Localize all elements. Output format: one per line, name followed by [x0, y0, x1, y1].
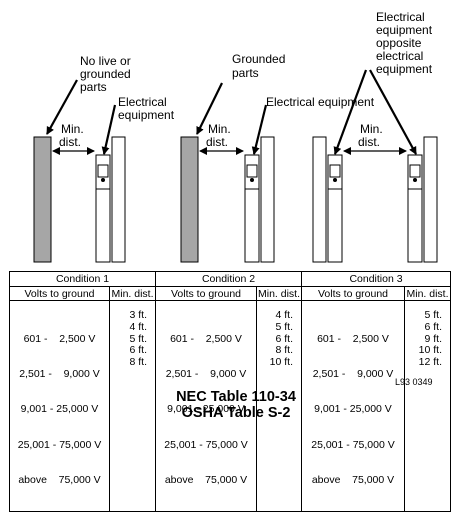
- dist-header-3: Min. dist.: [404, 286, 451, 301]
- voltage-row: 2,501 - 9,000 V: [165, 367, 247, 380]
- label-min-dist-3b: dist.: [358, 135, 380, 149]
- volts-header-1: Volts to ground: [9, 286, 110, 301]
- distance-row: 4 ft.: [129, 320, 147, 333]
- label-no-live-2: grounded: [80, 67, 131, 81]
- label-no-live-1: No live or: [80, 54, 131, 68]
- distance-row: 12 ft.: [418, 356, 442, 369]
- distance-row: 6 ft.: [275, 332, 293, 345]
- voltage-row: above 75,000 V: [18, 474, 101, 487]
- distance-row: 5 ft.: [275, 320, 293, 333]
- condition-1-diagram: No live or grounded parts Electrical equ…: [33, 54, 175, 263]
- label-grounded-2: parts: [232, 66, 259, 80]
- condition-2-header: Condition 2: [155, 271, 302, 287]
- distance-row: 4 ft.: [275, 309, 293, 321]
- label-opposite-3: opposite: [376, 36, 422, 50]
- distance-row: 3 ft.: [129, 309, 147, 321]
- equipment-panel-3-right: [407, 136, 438, 263]
- caption-nec-table: NEC Table 110-34: [176, 389, 296, 405]
- distance-row: 6 ft.: [424, 320, 442, 333]
- condition-2-diagram: Grounded parts Electrical equipment Min.…: [180, 52, 375, 263]
- figure-reference-code: L93 0349: [395, 377, 433, 387]
- voltage-row: 25,001 - 75,000 V: [311, 438, 395, 451]
- distance-row: 8 ft.: [129, 356, 147, 369]
- voltage-row: above 75,000 V: [164, 474, 248, 487]
- pointer-equipment-1: [101, 104, 117, 155]
- pointer-equipment-2: [251, 104, 268, 155]
- equipment-panel-2: [244, 136, 275, 263]
- label-min-dist-2b: dist.: [206, 135, 228, 149]
- wall-grounded-parts: [180, 136, 199, 263]
- label-min-dist-2a: Min.: [208, 122, 231, 136]
- voltage-row: 25,001 - 75,000 V: [164, 438, 248, 451]
- pointer-grounded: [196, 82, 223, 135]
- voltage-row: 601 - 2,500 V: [317, 332, 389, 345]
- equipment-panel-1: [95, 136, 126, 263]
- condition-1-header: Condition 1: [9, 271, 156, 287]
- distance-row: 5 ft.: [129, 332, 147, 345]
- voltage-row: 9,001 - 25,000 V: [314, 403, 392, 416]
- volts-header-3: Volts to ground: [301, 286, 405, 301]
- label-no-live-3: parts: [80, 80, 107, 94]
- label-min-dist-3a: Min.: [360, 122, 383, 136]
- label-opposite-4: electrical: [376, 49, 423, 63]
- condition-3-header: Condition 3: [301, 271, 451, 287]
- distance-row: 10 ft.: [418, 344, 442, 357]
- dist-header-2: Min. dist.: [256, 286, 302, 301]
- label-equipment-1b: equipment: [118, 108, 175, 122]
- dist-header-1: Min. dist.: [109, 286, 156, 301]
- label-equipment-1a: Electrical: [118, 95, 167, 109]
- label-equipment-2: Electrical equipment: [266, 95, 375, 109]
- pointer-no-live: [46, 79, 78, 135]
- distance-row: 8 ft.: [275, 344, 293, 357]
- label-min-dist-1b: dist.: [59, 135, 81, 149]
- voltage-row: 25,001 - 75,000 V: [17, 438, 102, 451]
- voltage-row: above 75,000 V: [311, 474, 395, 487]
- voltage-row: 2,501 - 9,000 V: [19, 367, 100, 380]
- voltage-row: 9,001 - 25,000 V: [20, 403, 99, 416]
- voltage-row: 2,501 - 9,000 V: [312, 367, 394, 380]
- label-opposite-5: equipment: [376, 62, 433, 76]
- distance-row: 6 ft.: [129, 344, 147, 357]
- distance-row: 5 ft.: [424, 309, 442, 321]
- pointer-opposite-left: [333, 69, 368, 155]
- distance-row: 9 ft.: [424, 332, 442, 345]
- distance-row: 10 ft.: [269, 356, 293, 369]
- voltage-row: 9,001 - 25,000 V: [167, 403, 245, 416]
- label-min-dist-1a: Min.: [61, 122, 84, 136]
- wall-no-live-parts: [33, 136, 52, 263]
- condition-3-diagram: Electrical equipment opposite electrical…: [312, 10, 438, 263]
- pointer-opposite-right: [369, 69, 417, 155]
- caption-osha-table: OSHA Table S-2: [181, 405, 291, 421]
- voltage-row: 601 - 2,500 V: [23, 332, 96, 345]
- label-opposite-1: Electrical: [376, 10, 425, 24]
- label-grounded-1: Grounded: [232, 52, 285, 66]
- clearance-diagram: No live or grounded parts Electrical equ…: [33, 10, 438, 263]
- volts-header-2: Volts to ground: [155, 286, 257, 301]
- label-opposite-2: equipment: [376, 23, 433, 37]
- equipment-panel-3-left: [312, 136, 343, 263]
- voltage-row: 601 - 2,500 V: [170, 332, 242, 345]
